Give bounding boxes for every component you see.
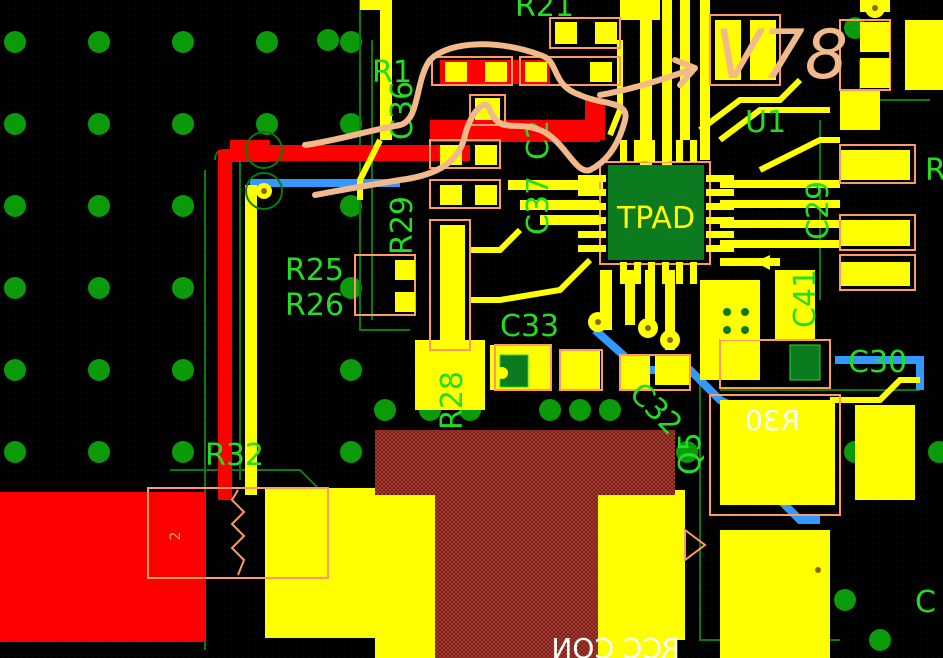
trace-vias [245,0,885,580]
yellow-copper-layer [245,0,915,658]
stitching-via [340,113,362,135]
label-c-edge: C [915,585,936,620]
pin1-marker [684,528,707,562]
label-r-edge: R [925,153,943,188]
stitching-via [256,31,278,53]
stitching-via [4,31,26,53]
stitching-via [88,277,110,299]
u1-pin [578,189,606,196]
r32-pin-number: 2 [168,532,184,541]
label-c37: C37 [521,176,556,235]
u1-pin [676,140,683,162]
label-r30-mirrored: R30 [745,404,800,437]
stitching-via [172,359,194,381]
u1-pin [706,189,734,196]
u1-pin [634,140,641,162]
label-c29: C29 [801,181,836,240]
label-rcc-con-mirrored: RCC CON [551,632,680,658]
stitching-via [88,441,110,463]
stitching-via [676,441,698,463]
smd-pads [395,20,943,312]
tpad-label: TPAD [616,201,695,236]
stitching-via [172,195,194,217]
label-c30: C30 [848,345,907,380]
label-u1: U1 [745,105,786,140]
rcc-connector-pad-right [598,495,676,658]
stitching-via [256,113,278,135]
u1-pin [662,262,669,284]
label-r26: R26 [285,288,344,323]
r32-zigzag [230,489,246,576]
stitching-via [599,399,621,421]
u1-pin [620,262,627,284]
u1-pin [620,140,627,162]
label-q5: Q5 [673,432,708,475]
u1-pin [578,203,606,210]
stitching-via [340,31,362,53]
stitching-via [172,441,194,463]
stitching-via [4,277,26,299]
c30-body [789,344,821,381]
u1-pin [690,262,697,284]
c41-pad [720,300,760,340]
u1-pin [648,262,655,284]
u1-pin [676,262,683,284]
stitching-via [88,113,110,135]
stitching-via [539,399,561,421]
label-c33: C33 [500,309,559,344]
u1-pin [578,245,606,252]
stitching-via [172,31,194,53]
label-r29: R29 [385,196,420,255]
stitching-via [340,195,362,217]
u1-pin [578,217,606,224]
stitching-via [88,195,110,217]
pad-outlines [147,14,916,579]
label-c41: C41 [788,269,823,328]
label-r28: R28 [435,371,470,430]
stitching-via [88,359,110,381]
c41-vias [723,308,749,334]
stitching-via [869,629,891,651]
u1-pin [662,140,669,162]
stitching-via [340,277,362,299]
stitching-via [317,29,339,51]
rcc-connector-pad-left [375,495,435,658]
stitching-via [340,359,362,381]
stitching-via [4,441,26,463]
u1-pin [706,203,734,210]
stitching-via [340,441,362,463]
stitching-via [4,195,26,217]
stitching-via [172,277,194,299]
u1-pin [634,262,641,284]
u1-pin [690,140,697,162]
stitching-via [569,399,591,421]
label-r21: R21 [515,0,574,24]
u1-direction-marker [755,255,770,270]
stitching-via [4,113,26,135]
label-r32: R32 [205,438,264,473]
stitching-via [172,113,194,135]
stitching-via [928,441,943,463]
label-r25: R25 [285,253,344,288]
handwritten-annotation [302,41,698,198]
label-r1: R1 [372,55,412,90]
u1-pin [706,245,734,252]
stitching-via [374,399,396,421]
u1-ic-footprint[interactable] [578,140,734,284]
u1-pin [706,175,734,182]
u1-pin [578,231,606,238]
stitching-via [834,589,856,611]
u1-pin [648,140,655,162]
u1-pin [706,217,734,224]
stitching-via [88,31,110,53]
u1-pin [578,175,606,182]
stitching-via [4,359,26,381]
u1-pin [706,231,734,238]
annotation-text: V78 [715,16,848,95]
